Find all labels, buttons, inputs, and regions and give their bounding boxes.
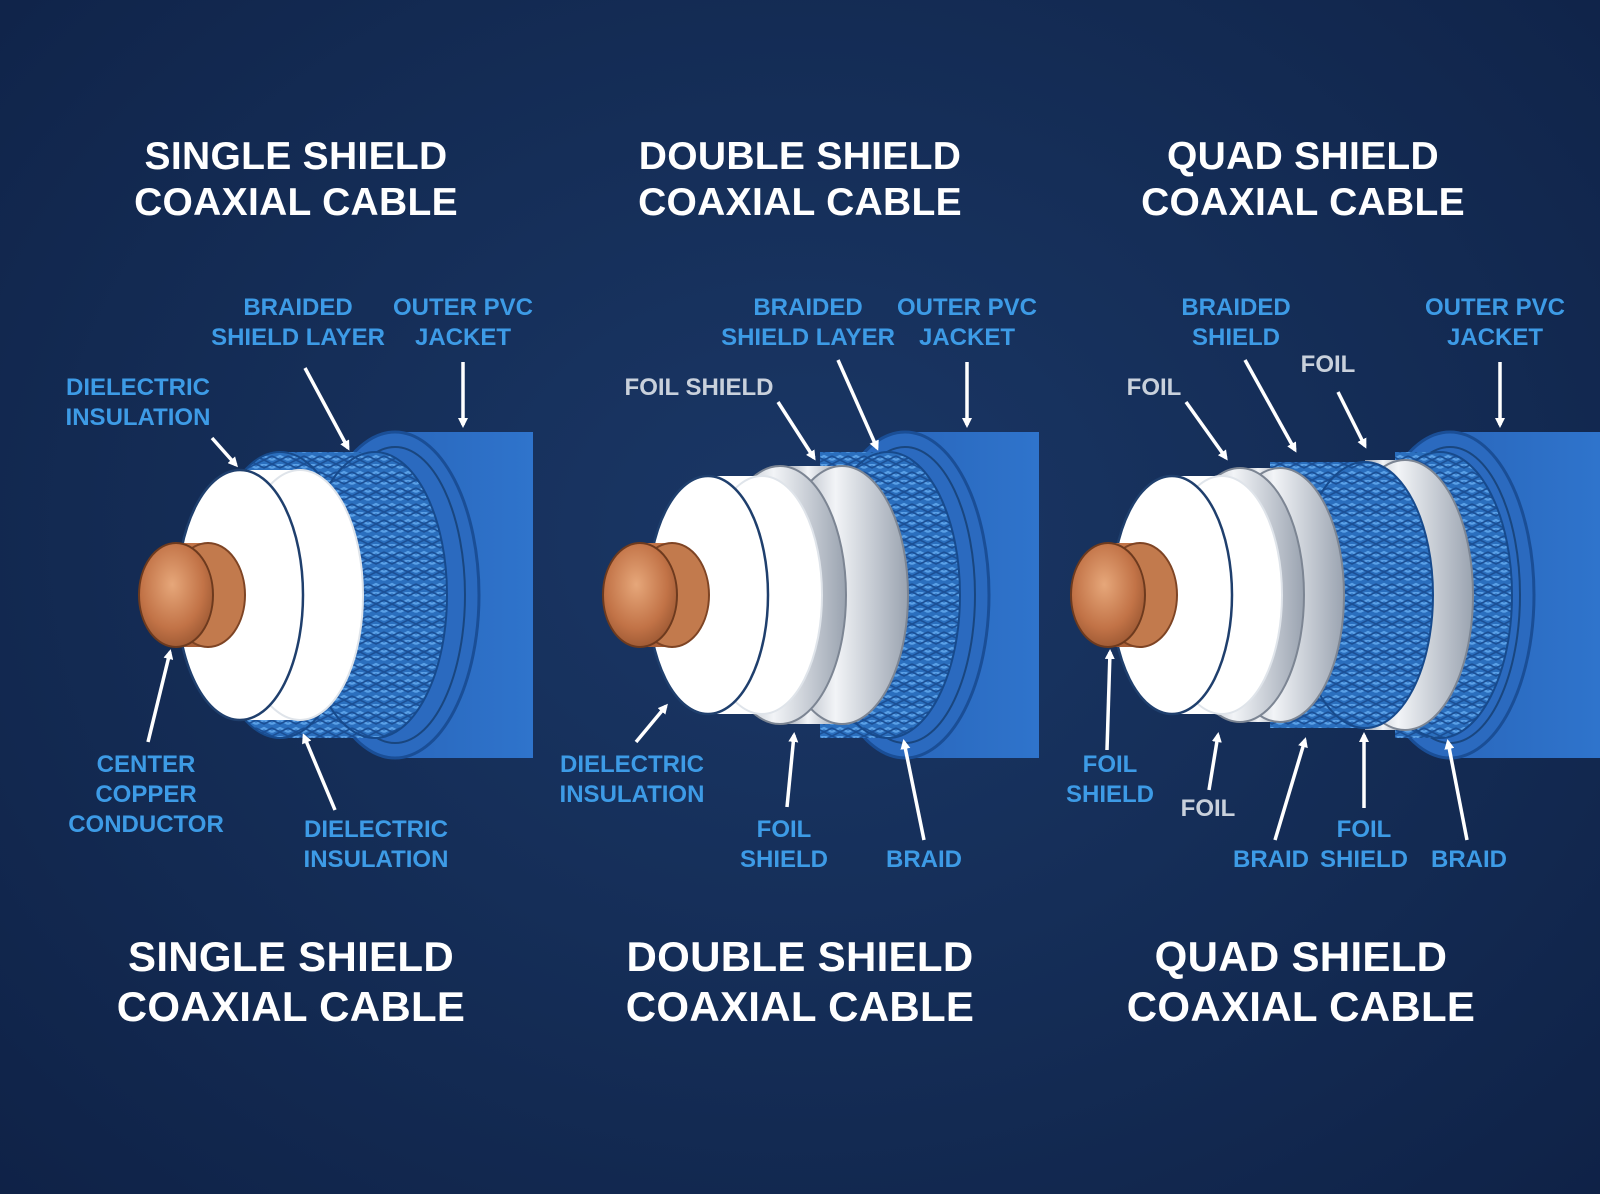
double-shield-title-bottom: DOUBLE SHIELD COAXIAL CABLE xyxy=(625,933,975,1030)
double-shield-title-top: DOUBLE SHIELD COAXIAL CABLE xyxy=(638,135,962,225)
label-foil-shield-left: FOIL SHIELD xyxy=(1065,751,1155,808)
label-dielectric-insulation-bottom: DIELECTRIC INSULATION xyxy=(303,816,449,873)
arrow-center-conductor xyxy=(146,649,174,743)
arrow-foil-top-1 xyxy=(1184,400,1228,461)
label-outer-pvc-jacket: OUTER PVC JACKET xyxy=(1424,294,1566,351)
single-shield-cable xyxy=(138,430,533,760)
arrow-dielectric-top xyxy=(210,436,238,468)
label-dielectric-insulation-top: DIELECTRIC INSULATION xyxy=(65,374,211,431)
label-braid: BRAID xyxy=(886,846,962,873)
arrow-dielectric-bottom xyxy=(302,733,337,811)
quad-shield-cable xyxy=(1070,430,1600,760)
center-copper-conductor xyxy=(1070,542,1178,648)
label-braided-shield-layer: BRAIDED SHIELD LAYER xyxy=(211,294,385,351)
arrow-foil-shield-bottom xyxy=(785,732,799,808)
label-braid-2: BRAID xyxy=(1431,846,1507,873)
arrow-braid-2 xyxy=(1444,739,1469,841)
arrow-braided-shield xyxy=(303,367,350,451)
single-shield-title-top: SINGLE SHIELD COAXIAL CABLE xyxy=(134,135,458,225)
label-dielectric-insulation: DIELECTRIC INSULATION xyxy=(559,751,705,808)
arrow-foil-shield-left xyxy=(1104,649,1115,751)
label-foil-shield-top: FOIL SHIELD xyxy=(624,374,774,401)
quad-shield-title-top: QUAD SHIELD COAXIAL CABLE xyxy=(1141,135,1465,225)
label-braided-shield-layer: BRAIDED SHIELD LAYER xyxy=(721,294,895,351)
center-copper-conductor xyxy=(602,542,710,648)
arrow-foil-mid xyxy=(1207,732,1222,791)
label-braided-shield: BRAIDED SHIELD xyxy=(1181,294,1291,351)
double-shield-cable xyxy=(602,430,1039,760)
label-braid-1: BRAID xyxy=(1233,846,1309,873)
label-foil-top-2: FOIL xyxy=(1300,351,1356,378)
single-shield-title-bottom: SINGLE SHIELD COAXIAL CABLE xyxy=(116,933,466,1030)
label-outer-pvc-jacket: OUTER PVC JACKET xyxy=(392,294,534,351)
label-foil-mid: FOIL xyxy=(1180,795,1236,822)
arrow-dielectric xyxy=(634,703,668,744)
arrow-braid-1 xyxy=(1273,737,1308,841)
arrow-foil-top-2 xyxy=(1336,391,1367,449)
label-foil-shield-bottom: FOIL SHIELD xyxy=(739,816,829,873)
arrow-braid xyxy=(900,739,926,841)
label-foil-top-1: FOIL xyxy=(1126,374,1182,401)
callout-arrows xyxy=(146,359,1505,841)
arrow-braided-shield xyxy=(1243,359,1297,453)
label-foil-shield-bottom: FOIL SHIELD xyxy=(1319,816,1409,873)
arrow-foil-shield-top xyxy=(776,401,816,461)
label-outer-pvc-jacket: OUTER PVC JACKET xyxy=(896,294,1038,351)
label-center-copper-conductor: CENTER COPPER CONDUCTOR xyxy=(68,751,224,838)
arrow-braided-shield xyxy=(836,359,879,451)
quad-shield-title-bottom: QUAD SHIELD COAXIAL CABLE xyxy=(1126,933,1476,1030)
center-copper-conductor xyxy=(138,542,246,648)
